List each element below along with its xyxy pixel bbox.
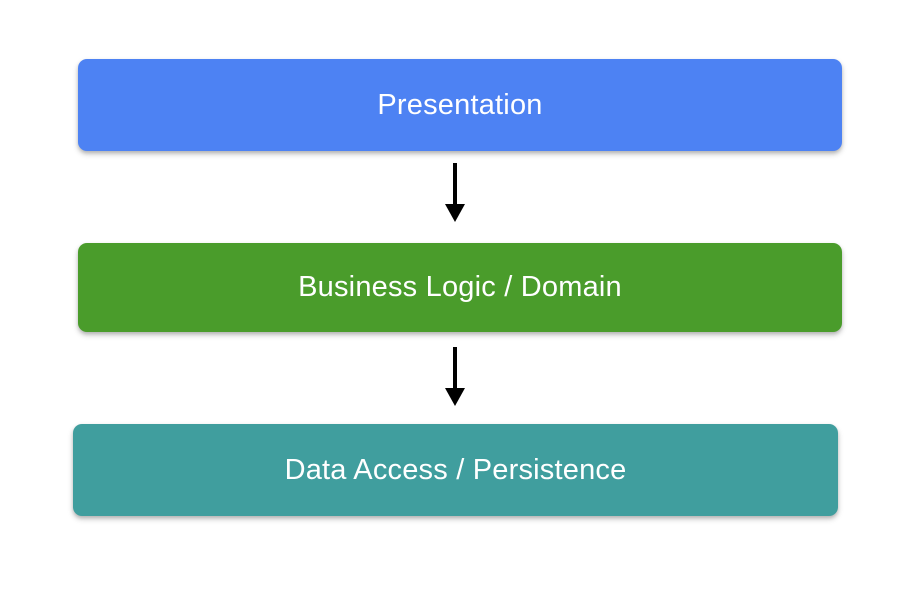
layer-label-business-logic: Business Logic / Domain — [298, 271, 622, 303]
arrow-presentation-to-business-logic — [445, 163, 465, 222]
layer-label-data-access: Data Access / Persistence — [284, 453, 627, 486]
layer-box-presentation[interactable]: Presentation — [78, 59, 842, 151]
arrow-business-logic-to-data-access — [445, 347, 465, 406]
layer-box-business-logic[interactable]: Business Logic / Domain — [78, 243, 842, 332]
layer-label-presentation: Presentation — [377, 88, 543, 121]
layer-box-data-access[interactable]: Data Access / Persistence — [73, 424, 838, 516]
